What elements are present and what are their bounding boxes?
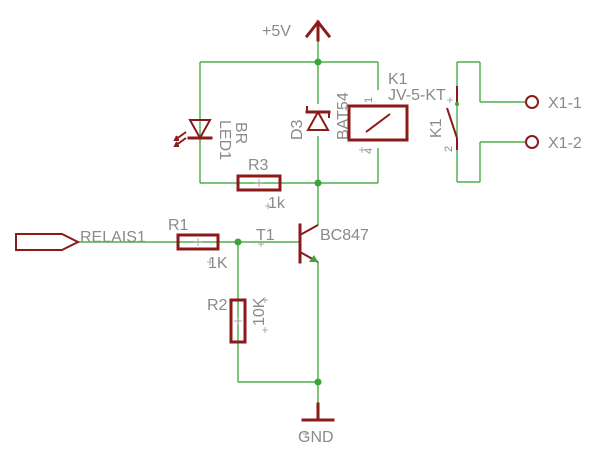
transistor-ref: T1 [256,227,275,244]
junction-dot [234,238,242,246]
wires [78,38,526,418]
transistor-t1: T1 BC847 [256,223,369,264]
junction-dot [314,378,322,386]
relay-pin-1: 1 [363,97,375,103]
r2-value: 10K [251,297,268,326]
relay-part: JV-5-KT [388,87,446,104]
junction-dot [314,58,322,66]
led: LED1 BR [173,119,249,160]
connector-label-x1-1: X1-1 [548,95,582,112]
r1-ref: R1 [168,217,189,234]
relay-pin-4: 4 [363,148,375,154]
supply-label: +5V [262,23,291,40]
r2-ref: R2 [207,297,228,314]
resistor-r2: R2 10K [207,297,268,344]
r3-value: 1k [268,195,286,212]
diode-ref: D3 [289,119,306,140]
led-ref: LED1 [216,120,233,160]
relay-switch: K1 2 [428,86,459,152]
transistor-part: BC847 [320,227,369,244]
ground-symbol: GND [298,402,335,446]
r3-ref: R3 [248,157,269,174]
led-value: BR [232,122,249,144]
origin-marks [207,97,453,437]
input-port-relais1: RELAIS1 [15,229,146,251]
relay-coil: K1 JV-5-KT 1 4 [347,71,446,154]
resistor-r3: R3 1k [236,157,286,212]
diode-d3: D3 BAT54 [289,92,352,140]
resistor-r1: R1 1K [168,217,228,272]
connector-x1-1: X1-1 [525,95,582,112]
relay-ref: K1 [388,71,408,88]
connector-label-x1-2: X1-2 [548,135,582,152]
input-label: RELAIS1 [80,229,146,246]
ground-label: GND [298,429,334,446]
junction-dot [314,179,322,187]
switch-pin: 2 [443,146,455,152]
r1-value: 1K [208,255,228,272]
supply-symbol: +5V [262,19,332,42]
connector-x1-2: X1-2 [525,135,582,152]
switch-ref: K1 [428,118,445,138]
